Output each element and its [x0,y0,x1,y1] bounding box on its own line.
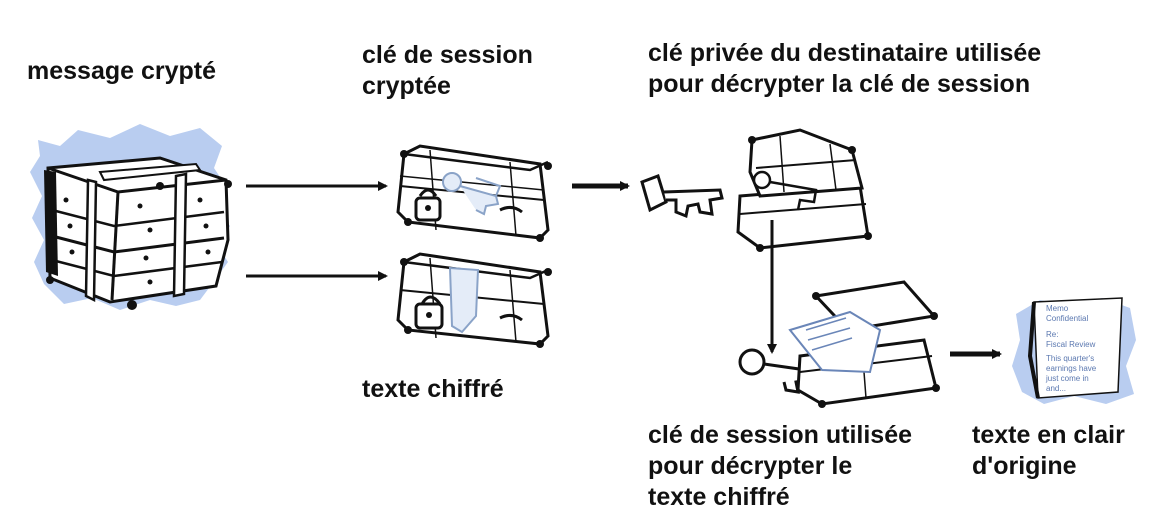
memo-line: Re: [1046,330,1059,339]
key-icon [640,174,724,219]
label-ciphertext: texte chiffré [362,375,504,403]
memo-document-icon: Memo Confidential Re: Fiscal Review This… [1010,296,1140,406]
open-suitcase-with-document-icon [788,280,940,408]
label-original-plaintext: texte en clair d'origine [972,421,1125,480]
memo-line: and... [1046,384,1067,393]
memo-line: just come in [1046,374,1089,383]
memo-line: This quarter's [1046,354,1095,363]
memo-line: Memo [1046,304,1069,313]
key-icon [738,348,810,394]
label-session-key-used: clé de session utilisée pour décrypter l… [648,421,913,511]
memo-line: Confidential [1046,314,1089,323]
label-encrypted-message: message crypté [27,57,217,85]
label-private-key-used: clé privée du destinataire utilisée pour… [648,39,1042,98]
memo-line: earnings have [1046,364,1097,373]
label-encrypted-session-key: clé de session cryptée [362,41,533,100]
locked-suitcase-with-document-icon [396,252,552,348]
bundled-suitcases-icon [30,124,232,310]
open-chest-icon [736,128,872,252]
memo-line: Fiscal Review [1046,340,1096,349]
locked-suitcase-with-key-icon [396,144,552,242]
